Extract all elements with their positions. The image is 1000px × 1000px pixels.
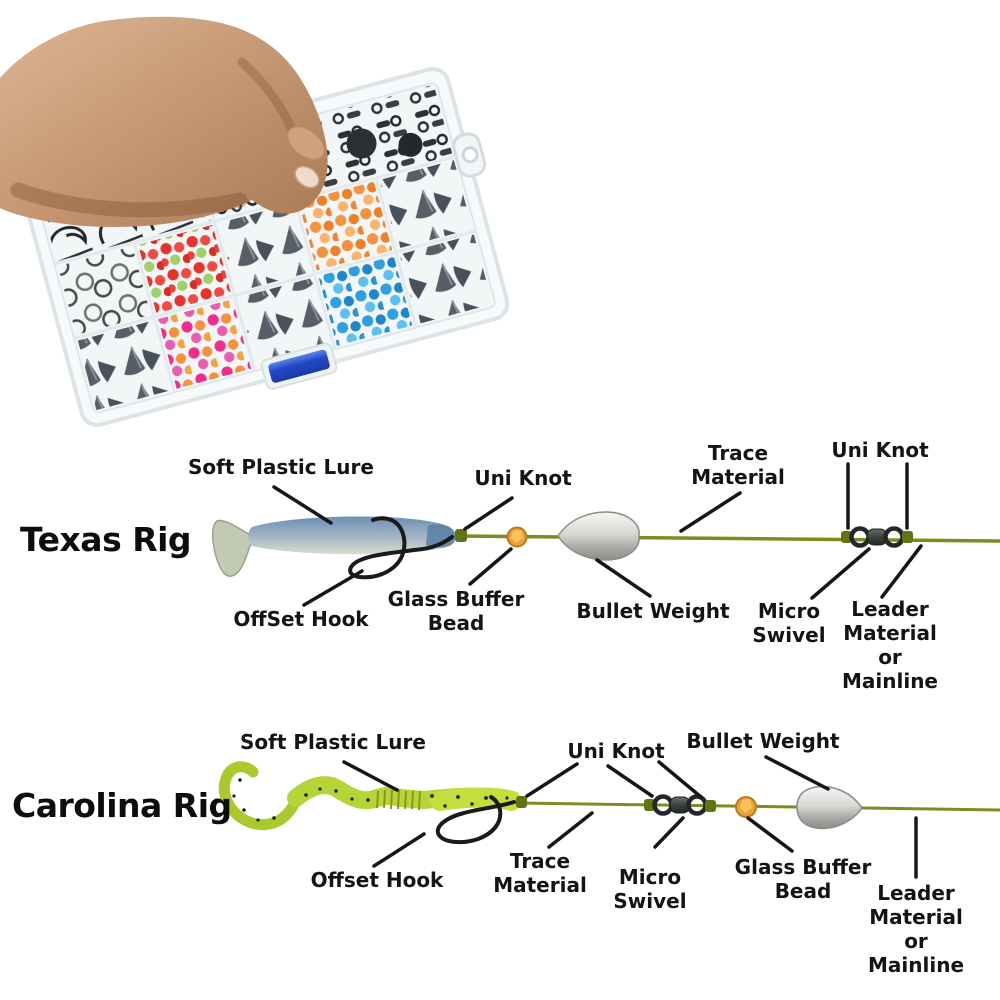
- compartment-bullet-weights: [238, 277, 332, 368]
- carolina-micro-swivel: [644, 794, 716, 816]
- thumb-nail: [294, 165, 320, 189]
- label-uni-knot: Uni Knot: [831, 438, 929, 462]
- texas-rig-diagram: [211, 462, 1000, 607]
- swivel-spool: [346, 128, 377, 159]
- latch: [268, 349, 330, 383]
- label-trace-material: Trace Material: [691, 441, 785, 489]
- label-uni-knot: Uni Knot: [474, 466, 572, 490]
- label-leader-material: Leader Material or Mainline: [841, 597, 938, 693]
- carolina-uni-knot-lure: [516, 796, 527, 808]
- label-trace-material: Trace Material: [493, 849, 587, 897]
- carolina-rig-diagram: [218, 755, 1000, 879]
- label-uni-knot: Uni Knot: [567, 739, 665, 763]
- texas-pointer-lines: [272, 462, 923, 607]
- texas-uni-knot-right-b: [902, 531, 913, 543]
- texas-uni-knot-right-a: [841, 531, 852, 543]
- compartment-blue-beads: [318, 255, 413, 346]
- hand-silhouette: [0, 16, 328, 227]
- tackle-box: [20, 67, 510, 427]
- compartment-bullet-weights: [218, 203, 312, 292]
- carolina-uni-knot-left: [644, 799, 655, 811]
- carolina-soft-plastic-lure: [218, 761, 521, 831]
- texas-soft-plastic-lure: [211, 516, 456, 577]
- compartment-bullet-weights: [379, 160, 473, 249]
- label-micro-swivel: Micro Swivel: [613, 865, 687, 913]
- texas-fishing-line: [459, 534, 1000, 543]
- compartment-orange-beads: [298, 181, 393, 271]
- carolina-fishing-line: [519, 801, 1000, 812]
- swivel-spool: [398, 132, 423, 157]
- label-bullet-weight: Bullet Weight: [576, 599, 730, 623]
- texas-micro-swivel: [841, 526, 913, 548]
- label-offset-hook: Offset Hook: [310, 868, 444, 892]
- label-glass-buffer-bead: Glass Buffer Bead: [387, 587, 525, 635]
- label-micro-swivel: Micro Swivel: [752, 599, 826, 647]
- texas-bullet-weight: [557, 511, 640, 561]
- tackle-box-photo: [0, 16, 510, 427]
- label-soft-plastic-lure: Soft Plastic Lure: [188, 455, 374, 479]
- compartment-red-green-beads: [138, 224, 231, 314]
- compartment-pink-orange-beads: [158, 299, 252, 389]
- compartment-split-rings: [57, 246, 151, 335]
- carolina-bullet-weight: [796, 785, 863, 830]
- label-bullet-weight: Bullet Weight: [686, 729, 840, 753]
- worm-flecks: [232, 778, 509, 822]
- compartment-bullet-weights: [77, 320, 171, 411]
- hand: [0, 16, 328, 227]
- compartment-dividers: [53, 124, 477, 393]
- label-glass-buffer-bead: Glass Buffer Bead: [734, 855, 872, 903]
- label-offset-hook: OffSet Hook: [233, 607, 369, 631]
- hanger-hole: [461, 146, 479, 164]
- texas-uni-knot-left: [455, 529, 467, 542]
- carolina-uni-knot-right: [705, 800, 716, 812]
- palm-shadow: [10, 182, 248, 218]
- carolina-rig-title: Carolina Rig: [12, 786, 232, 825]
- compartment-bullet-weights: [399, 234, 493, 324]
- label-leader-material: Leader Material or Mainline: [868, 881, 965, 977]
- fingertip: [286, 125, 326, 161]
- carolina-offset-hook: [435, 795, 516, 845]
- carolina-pointer-lines: [342, 755, 918, 879]
- texas-glass-buffer-bead: [506, 526, 528, 548]
- worm-ribs: [376, 789, 421, 811]
- label-soft-plastic-lure: Soft Plastic Lure: [240, 730, 426, 754]
- texas-rig-title: Texas Rig: [20, 520, 192, 559]
- carolina-glass-buffer-bead: [735, 796, 757, 818]
- texas-offset-hook: [348, 516, 454, 580]
